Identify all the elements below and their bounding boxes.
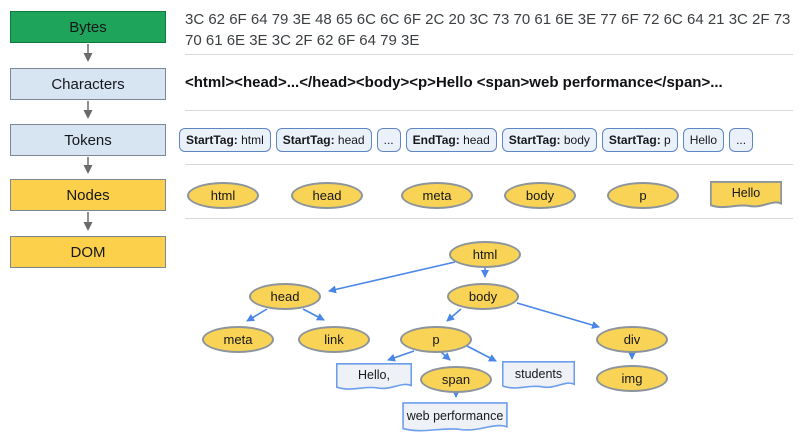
arrow-body-p [446,308,462,322]
token-value: body [560,133,590,147]
node-label: head [270,289,300,304]
text-node-label: Hello [731,186,761,200]
text-node-label: Hello, [358,368,390,382]
stage-tokens: Tokens [10,124,166,156]
torn-paper-icon [402,402,508,435]
text-node-label: web performance [406,408,504,423]
token-type: StartTag: [508,133,561,147]
token-value: Hello [689,133,718,147]
token-value: html [237,133,264,147]
token-chip: StartTag: head [275,128,372,152]
token-value: head [334,133,365,147]
token-type: StartTag: [608,133,661,147]
token-type: StartTag: [282,133,335,147]
tree-text-node-students: students [502,361,575,392]
stage-bytes: Bytes [10,11,166,43]
divider [185,54,793,55]
token-chip-ellipsis: ... [376,128,401,152]
token-chip: StartTag: body [501,128,597,152]
node-label: img [621,371,643,386]
node-label: meta [422,188,452,203]
node-label: body [468,289,498,304]
token-value: p [660,133,671,147]
token-value: head [459,133,490,147]
torn-paper-icon [502,361,575,392]
tree-node-div: div [596,326,668,353]
tree-node-img: img [596,365,668,392]
tree-node-head: head [249,283,321,310]
stage-characters-label: Characters [51,75,125,93]
node-label: p [639,188,647,203]
token-chip: EndTag: head [405,128,497,152]
token-value: ... [383,133,394,147]
node-label: head [312,188,342,203]
stage-nodes-label: Nodes [66,186,110,204]
tokens-row: StartTag: html StartTag: head ... EndTag… [179,128,794,152]
node-label: body [525,188,555,203]
stage-dom: DOM [10,236,166,268]
arrow-body-div [516,302,600,329]
node-label: meta [223,332,253,347]
divider [185,110,793,111]
arrow-head-link [302,308,325,321]
token-type: StartTag: [186,133,238,147]
divider [185,164,793,165]
characters-markup-text: <html><head>...</head><body><p>Hello <sp… [185,74,723,91]
node-label: link [324,332,344,347]
arrow-p-hello [387,350,415,362]
arrow-p-span [440,351,451,361]
tree-text-node-hello: Hello, [336,363,412,393]
text-node-label: students [514,366,563,381]
node-label: p [432,332,440,347]
stage-bytes-label: Bytes [69,18,107,36]
torn-paper-icon [336,363,412,393]
tree-text-node-web-performance: web performance [402,402,508,435]
node-label: span [441,372,471,387]
tree-node-p: p [400,326,472,353]
stage-characters: Characters [10,68,166,100]
tree-node-html: html [449,241,521,268]
text-node-hello-shape: Hello [710,181,782,211]
node-ellipse-head: head [291,182,363,209]
node-label: html [472,247,498,262]
token-chip: StartTag: html [179,128,271,152]
node-label: html [210,188,236,203]
token-chip: StartTag: p [601,128,678,152]
divider [185,218,793,219]
tree-node-meta: meta [202,326,274,353]
node-ellipse-body: body [504,182,576,209]
bytes-hex-text: 3C 62 6F 64 79 3E 48 65 6C 6C 6F 2C 20 3… [185,11,791,49]
arrow-head-meta [246,308,268,322]
stage-nodes: Nodes [10,179,166,211]
arrow-html-head [328,261,456,294]
stage-tokens-label: Tokens [64,131,112,149]
token-chip: Hello [682,128,725,152]
token-chip-ellipsis: ... [729,128,754,152]
tree-node-span: span [420,366,492,393]
node-ellipse-html: html [187,182,259,209]
token-type: EndTag: [412,133,460,147]
torn-paper-icon [710,181,782,211]
node-label: div [623,332,641,347]
stage-dom-label: DOM [70,243,106,261]
tree-node-link: link [298,326,370,353]
node-ellipse-meta: meta [401,182,473,209]
token-value: ... [736,133,747,147]
arrow-p-students [466,345,497,362]
tree-node-body: body [447,283,519,310]
node-ellipse-p: p [607,182,679,209]
